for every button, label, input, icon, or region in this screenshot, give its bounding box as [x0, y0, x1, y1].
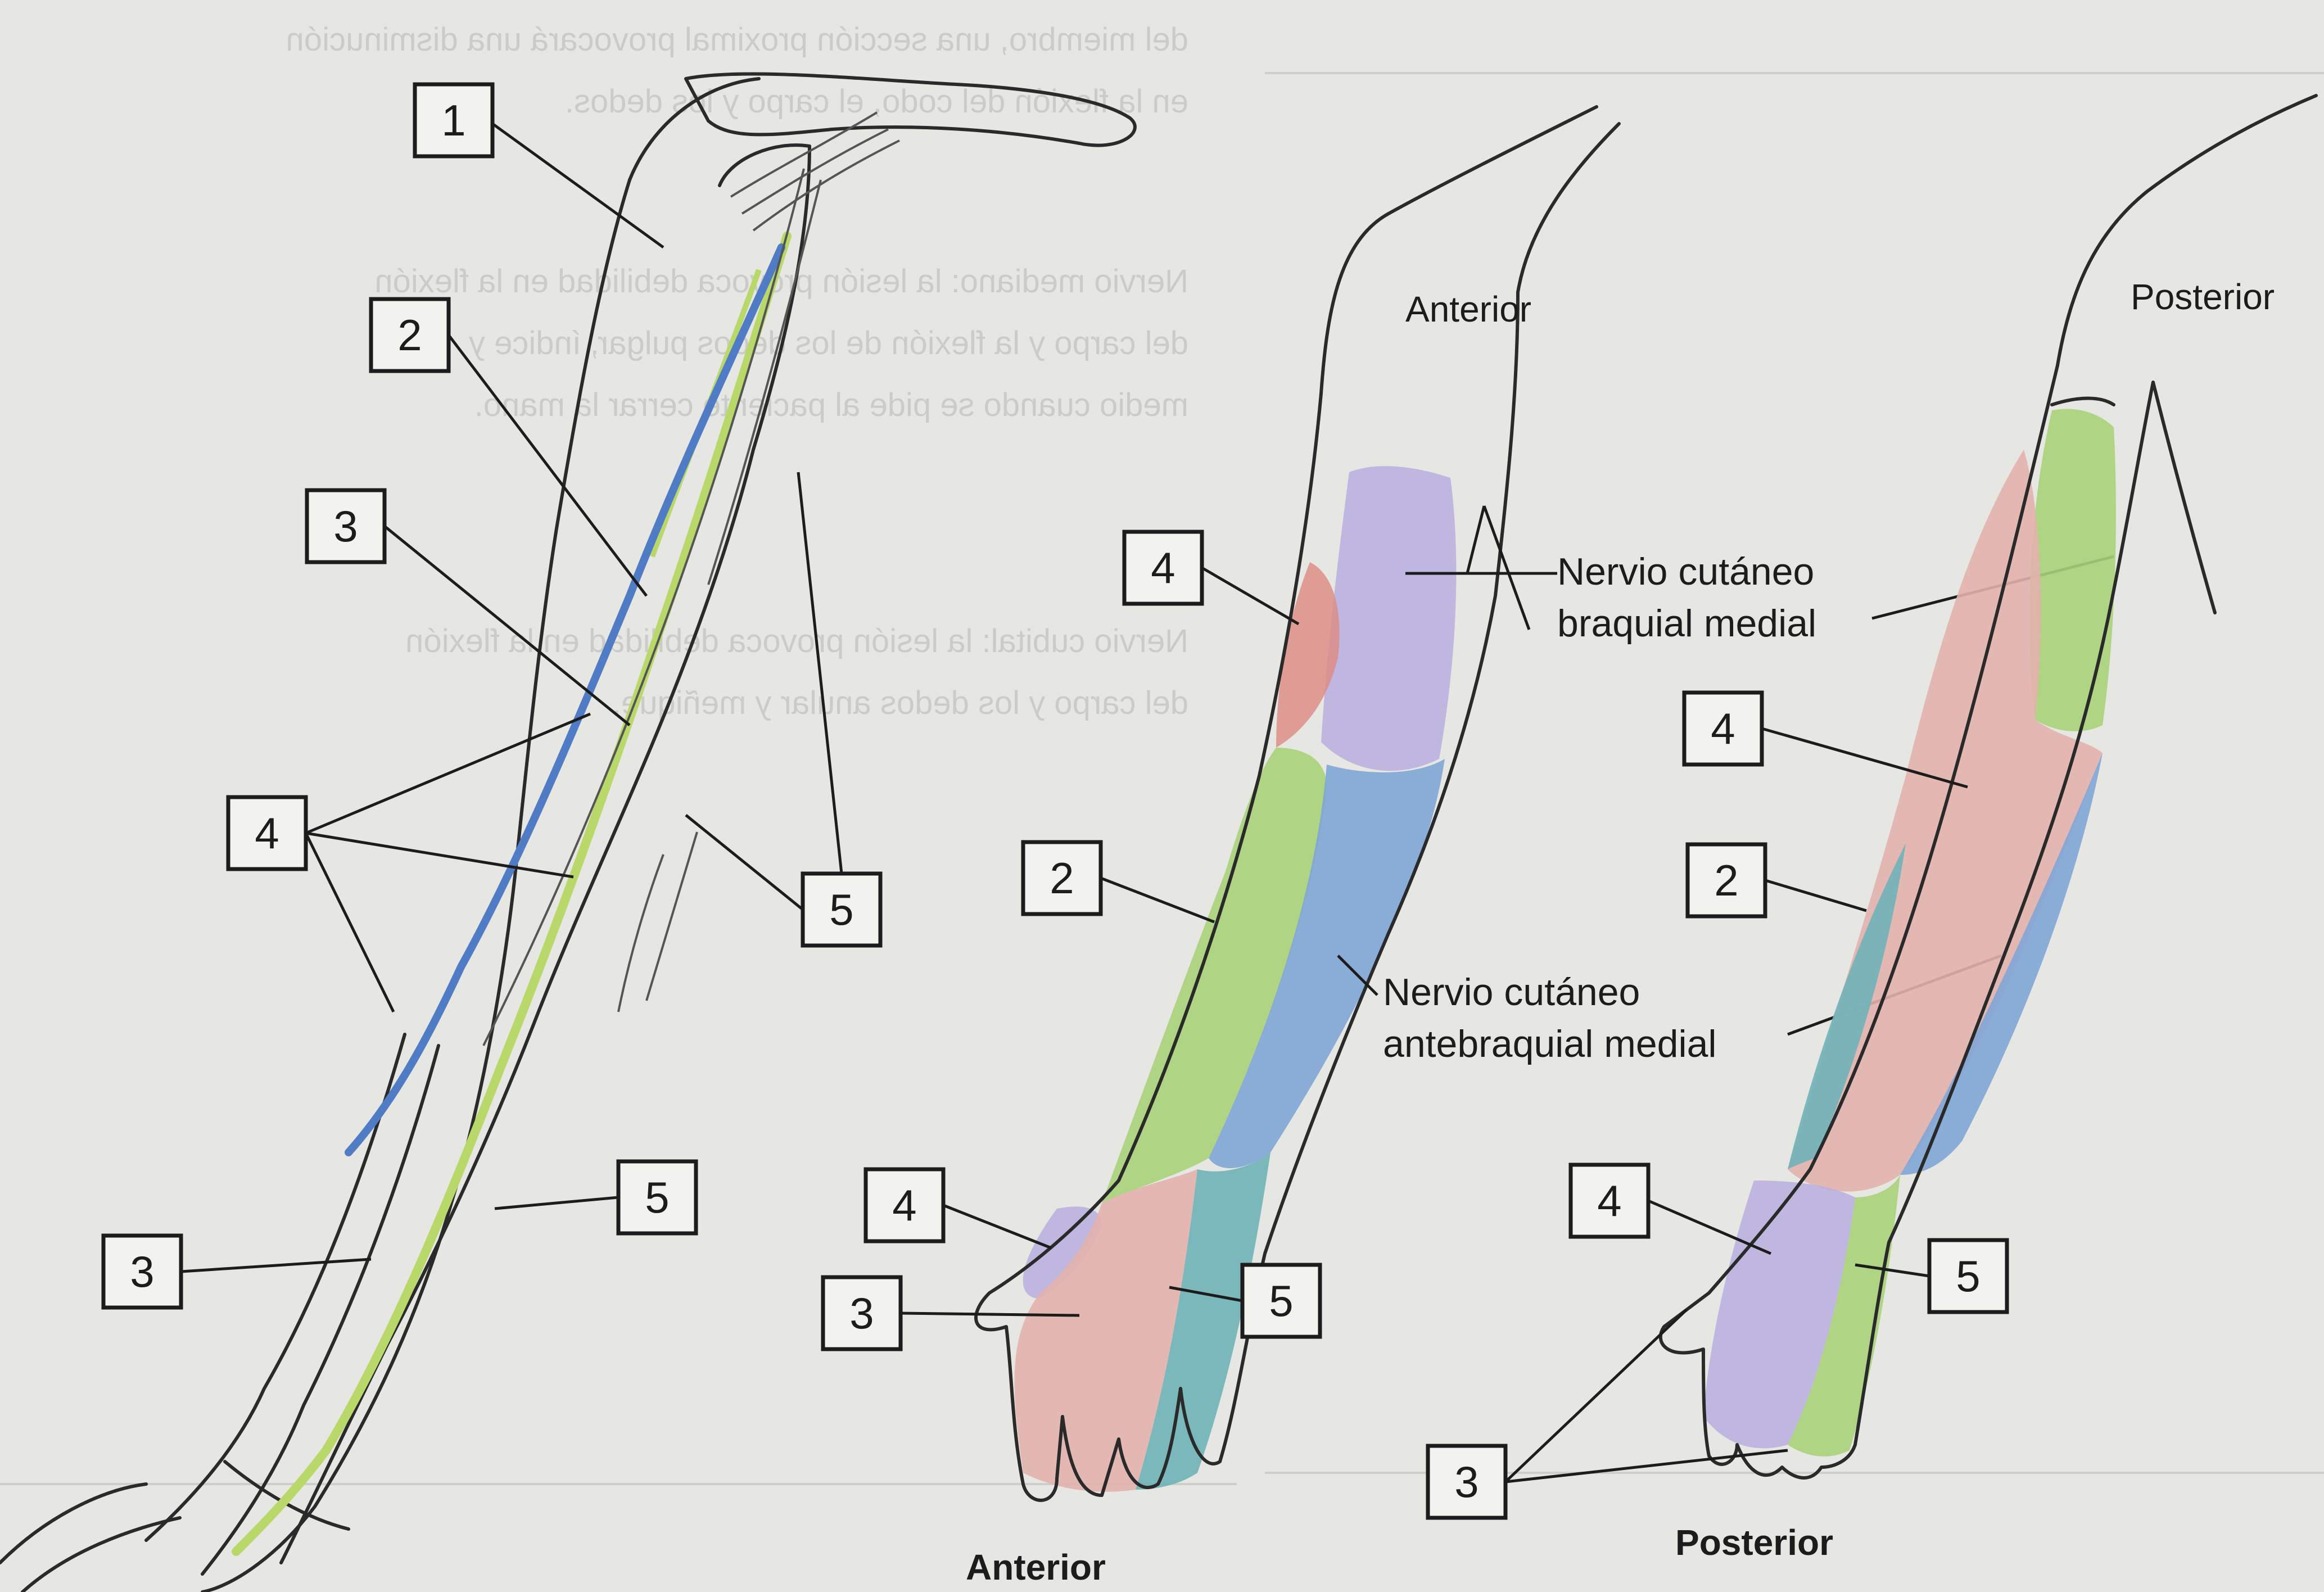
svg-text:4: 4 [1711, 704, 1735, 753]
callout-4-right-lower: 4 [1571, 1165, 1771, 1254]
medial-brachial-line1: Nervio cutáneo [1557, 550, 1814, 593]
svg-text:4: 4 [1151, 543, 1175, 593]
callout-4-mid-upper: 4 [1124, 532, 1299, 624]
svg-text:2: 2 [1050, 853, 1074, 903]
medial-antebrachial-line1: Nervio cutáneo [1383, 971, 1640, 1014]
svg-text:5: 5 [829, 885, 853, 934]
ghost-line-3: Nervio mediano: la lesión provoca debili… [374, 263, 1188, 300]
svg-text:3: 3 [130, 1247, 154, 1296]
ghost-line-4: del carpo y la flexión de los dedos pulg… [469, 325, 1188, 361]
svg-text:2: 2 [397, 310, 422, 360]
ghost-line-7: del carpo y los dedos anular y meñique. [612, 685, 1188, 721]
view-label-posterior-lower: Posterior [1675, 1522, 1833, 1563]
svg-text:5: 5 [1269, 1276, 1293, 1326]
svg-text:3: 3 [333, 501, 358, 551]
svg-text:3: 3 [849, 1288, 874, 1338]
callout-4-mid-lower: 4 [866, 1169, 1051, 1248]
ghost-line-2: en la flexión del codo, el carpo y los d… [565, 83, 1188, 120]
callout-5-left-lower: 5 [495, 1161, 696, 1233]
callout-2-right: 2 [1688, 844, 1866, 916]
region-4-purple-upper [1321, 466, 1456, 771]
medial-brachial-line2: braquial medial [1557, 602, 1816, 645]
svg-text:4: 4 [892, 1181, 916, 1230]
ghost-line-1: del miembro, una sección proximal provoc… [286, 21, 1188, 58]
left-arm-nerve-drawing [0, 74, 1135, 1592]
view-label-anterior-upper: Anterior [1405, 289, 1531, 329]
region-green-posterior-upper [2029, 409, 2116, 731]
ghost-line-6: Nervio cubital: la lesión provoca debili… [405, 623, 1188, 659]
svg-text:3: 3 [1454, 1457, 1479, 1507]
svg-text:4: 4 [1597, 1176, 1621, 1225]
medial-antebrachial-line2: antebraquial medial [1383, 1023, 1717, 1065]
svg-text:5: 5 [645, 1173, 669, 1222]
callout-2-mid: 2 [1023, 842, 1214, 922]
view-label-anterior-lower: Anterior [966, 1547, 1106, 1588]
svg-text:4: 4 [255, 808, 279, 858]
svg-text:1: 1 [441, 96, 465, 145]
callout-3-left-upper: 3 [307, 490, 630, 725]
callout-3-left-lower: 3 [103, 1236, 371, 1308]
view-label-posterior-upper: Posterior [2131, 277, 2275, 317]
svg-text:5: 5 [1956, 1251, 1980, 1301]
svg-text:2: 2 [1714, 856, 1738, 905]
